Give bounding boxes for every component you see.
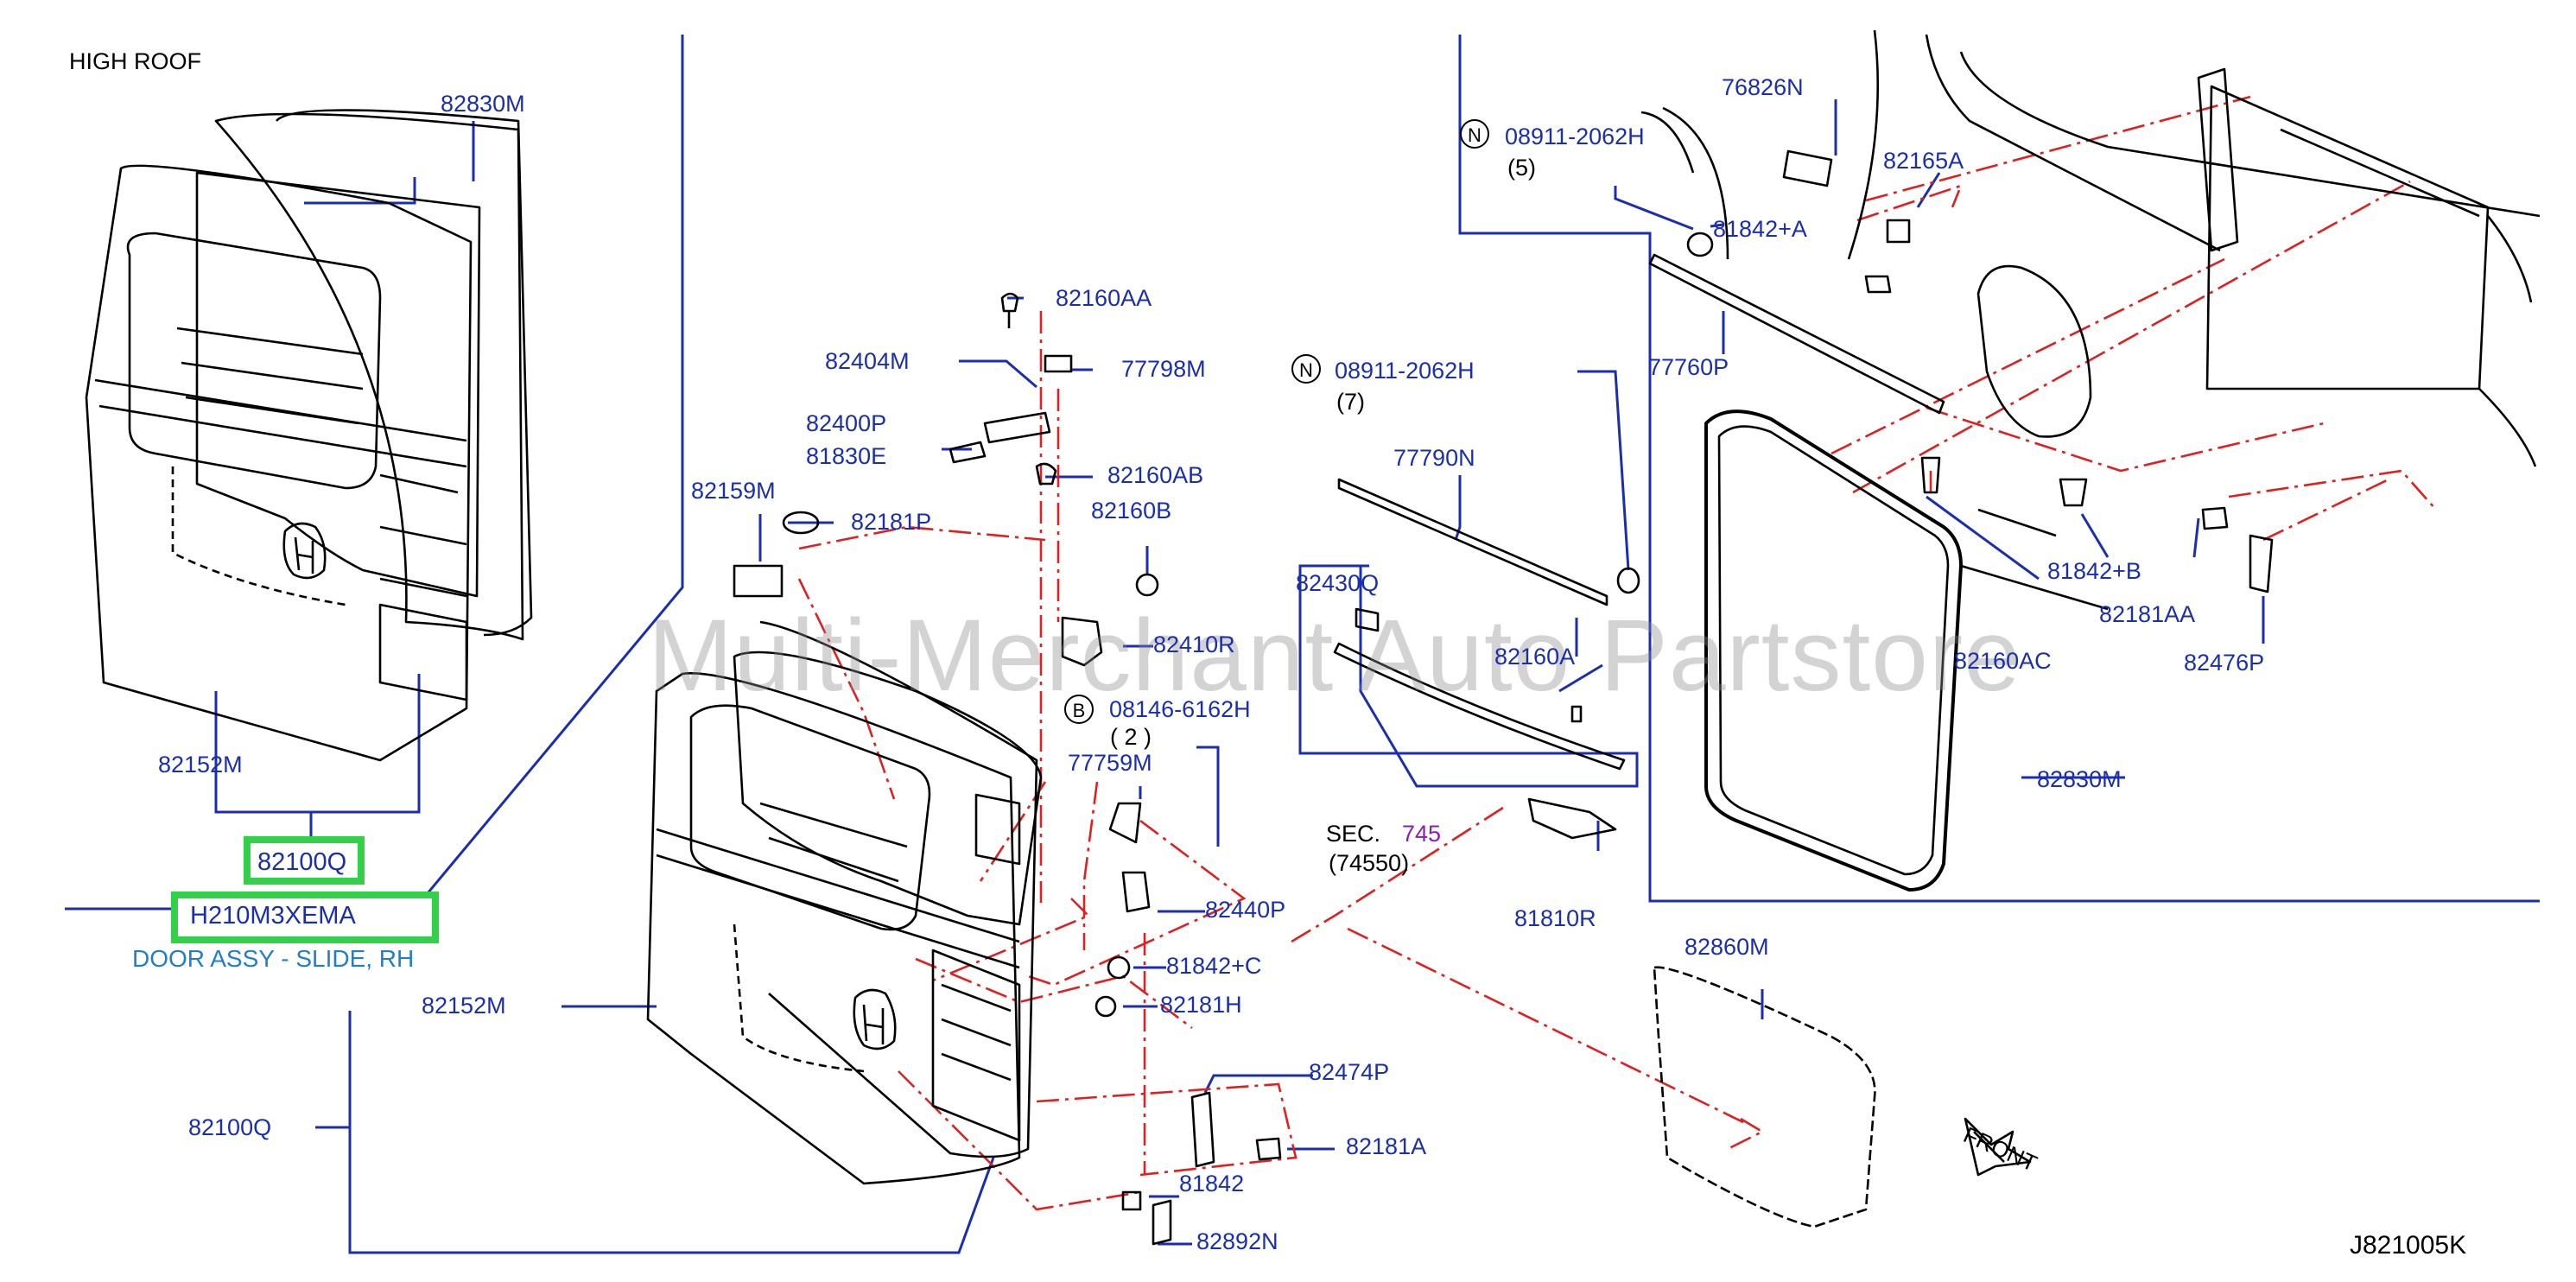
part-label-82152M-top[interactable]: 82152M bbox=[158, 752, 243, 777]
part-label-82474P[interactable]: 82474P bbox=[1309, 1059, 1390, 1085]
highlight-box-code bbox=[171, 892, 439, 943]
watermark: Multi-Merchant Auto Partstore bbox=[648, 599, 2021, 713]
part-label-82152M-bottom[interactable]: 82152M bbox=[422, 993, 506, 1019]
part-label-77798M[interactable]: 77798M bbox=[1121, 356, 1206, 382]
part-label-82160B[interactable]: 82160B bbox=[1091, 498, 1172, 524]
part-label-77759M[interactable]: 77759M bbox=[1068, 750, 1152, 776]
highlight-box-part bbox=[244, 836, 365, 885]
part-label-81830E[interactable]: 81830E bbox=[806, 443, 887, 469]
section-sub: (74550) bbox=[1329, 850, 1410, 876]
part-label-08911-2062H-second[interactable]: 08911-2062H bbox=[1335, 358, 1475, 384]
part-label-08911-2062H-first[interactable]: 08911-2062H bbox=[1505, 124, 1645, 149]
left-door-assembly bbox=[85, 109, 533, 762]
section-prefix: SEC. bbox=[1326, 821, 1381, 847]
part-label-82181AA[interactable]: 82181AA bbox=[2099, 601, 2196, 627]
part-label-82404M[interactable]: 82404M bbox=[825, 348, 910, 374]
part-label-81810R[interactable]: 81810R bbox=[1514, 905, 1596, 931]
part-label-82159M[interactable]: 82159M bbox=[691, 478, 776, 504]
weatherstrips-and-body bbox=[1640, 29, 2541, 1228]
part-label-82830M-right[interactable]: 82830M bbox=[2037, 766, 2122, 792]
part-label-82160AA[interactable]: 82160AA bbox=[1056, 285, 1152, 311]
section-number[interactable]: 745 bbox=[1402, 821, 1442, 847]
part-label-08146-6162H[interactable]: 08146-6162H bbox=[1109, 696, 1251, 722]
small-parts bbox=[733, 149, 2274, 1246]
part-label-77760P[interactable]: 77760P bbox=[1648, 354, 1729, 380]
part-label-82860M[interactable]: 82860M bbox=[1685, 934, 1769, 960]
part-description: DOOR ASSY - SLIDE, RH bbox=[132, 945, 415, 972]
highlighted-part-code[interactable]: H210M3XEMA bbox=[190, 902, 356, 930]
part-label-82830M-top[interactable]: 82830M bbox=[441, 91, 525, 117]
part-label-82430Q[interactable]: 82430Q bbox=[1296, 570, 1380, 596]
part-label-82476P[interactable]: 82476P bbox=[2184, 650, 2265, 676]
qty-08911-2062H-second: (7) bbox=[1336, 389, 1365, 415]
diagram-code: J821005K bbox=[2350, 1231, 2467, 1260]
part-label-82440P[interactable]: 82440P bbox=[1205, 897, 1286, 923]
part-label-81842C[interactable]: 81842+C bbox=[1166, 953, 1262, 979]
leader-lines bbox=[214, 99, 2265, 1254]
part-label-82181P[interactable]: 82181P bbox=[851, 509, 932, 535]
circled-letter-b: B bbox=[1064, 695, 1094, 724]
qty-08146-6162H: ( 2 ) bbox=[1110, 724, 1152, 750]
part-label-82100Q-bottom[interactable]: 82100Q bbox=[188, 1114, 272, 1140]
assembly-guides bbox=[797, 95, 2437, 1211]
center-door-assembly bbox=[646, 620, 1043, 1185]
qty-08911-2062H-first: (5) bbox=[1507, 155, 1536, 181]
part-label-82410R[interactable]: 82410R bbox=[1153, 631, 1235, 657]
part-label-82181A[interactable]: 82181A bbox=[1346, 1133, 1427, 1159]
part-label-82400P[interactable]: 82400P bbox=[806, 410, 887, 436]
roof-variant-label: HIGH ROOF bbox=[69, 48, 201, 74]
part-label-81842B[interactable]: 81842+B bbox=[2047, 558, 2141, 584]
part-label-81842[interactable]: 81842 bbox=[1179, 1171, 1245, 1196]
part-label-82160A[interactable]: 82160A bbox=[1494, 644, 1576, 670]
part-label-82892N[interactable]: 82892N bbox=[1196, 1228, 1278, 1254]
highlighted-part-number[interactable]: 82100Q bbox=[257, 848, 347, 876]
part-label-76826N[interactable]: 76826N bbox=[1722, 74, 1804, 100]
part-label-82181H[interactable]: 82181H bbox=[1160, 992, 1242, 1018]
part-label-82160AB[interactable]: 82160AB bbox=[1107, 462, 1204, 488]
part-label-82165A[interactable]: 82165A bbox=[1883, 148, 1964, 174]
circled-letter-n-first: N bbox=[1460, 119, 1489, 149]
circled-letter-n-second: N bbox=[1291, 354, 1321, 384]
part-label-82160AC[interactable]: 82160AC bbox=[1954, 648, 2052, 674]
part-label-81842A[interactable]: 81842+A bbox=[1713, 216, 1807, 242]
part-label-77790N[interactable]: 77790N bbox=[1393, 445, 1475, 471]
frame-lines bbox=[65, 35, 2540, 911]
